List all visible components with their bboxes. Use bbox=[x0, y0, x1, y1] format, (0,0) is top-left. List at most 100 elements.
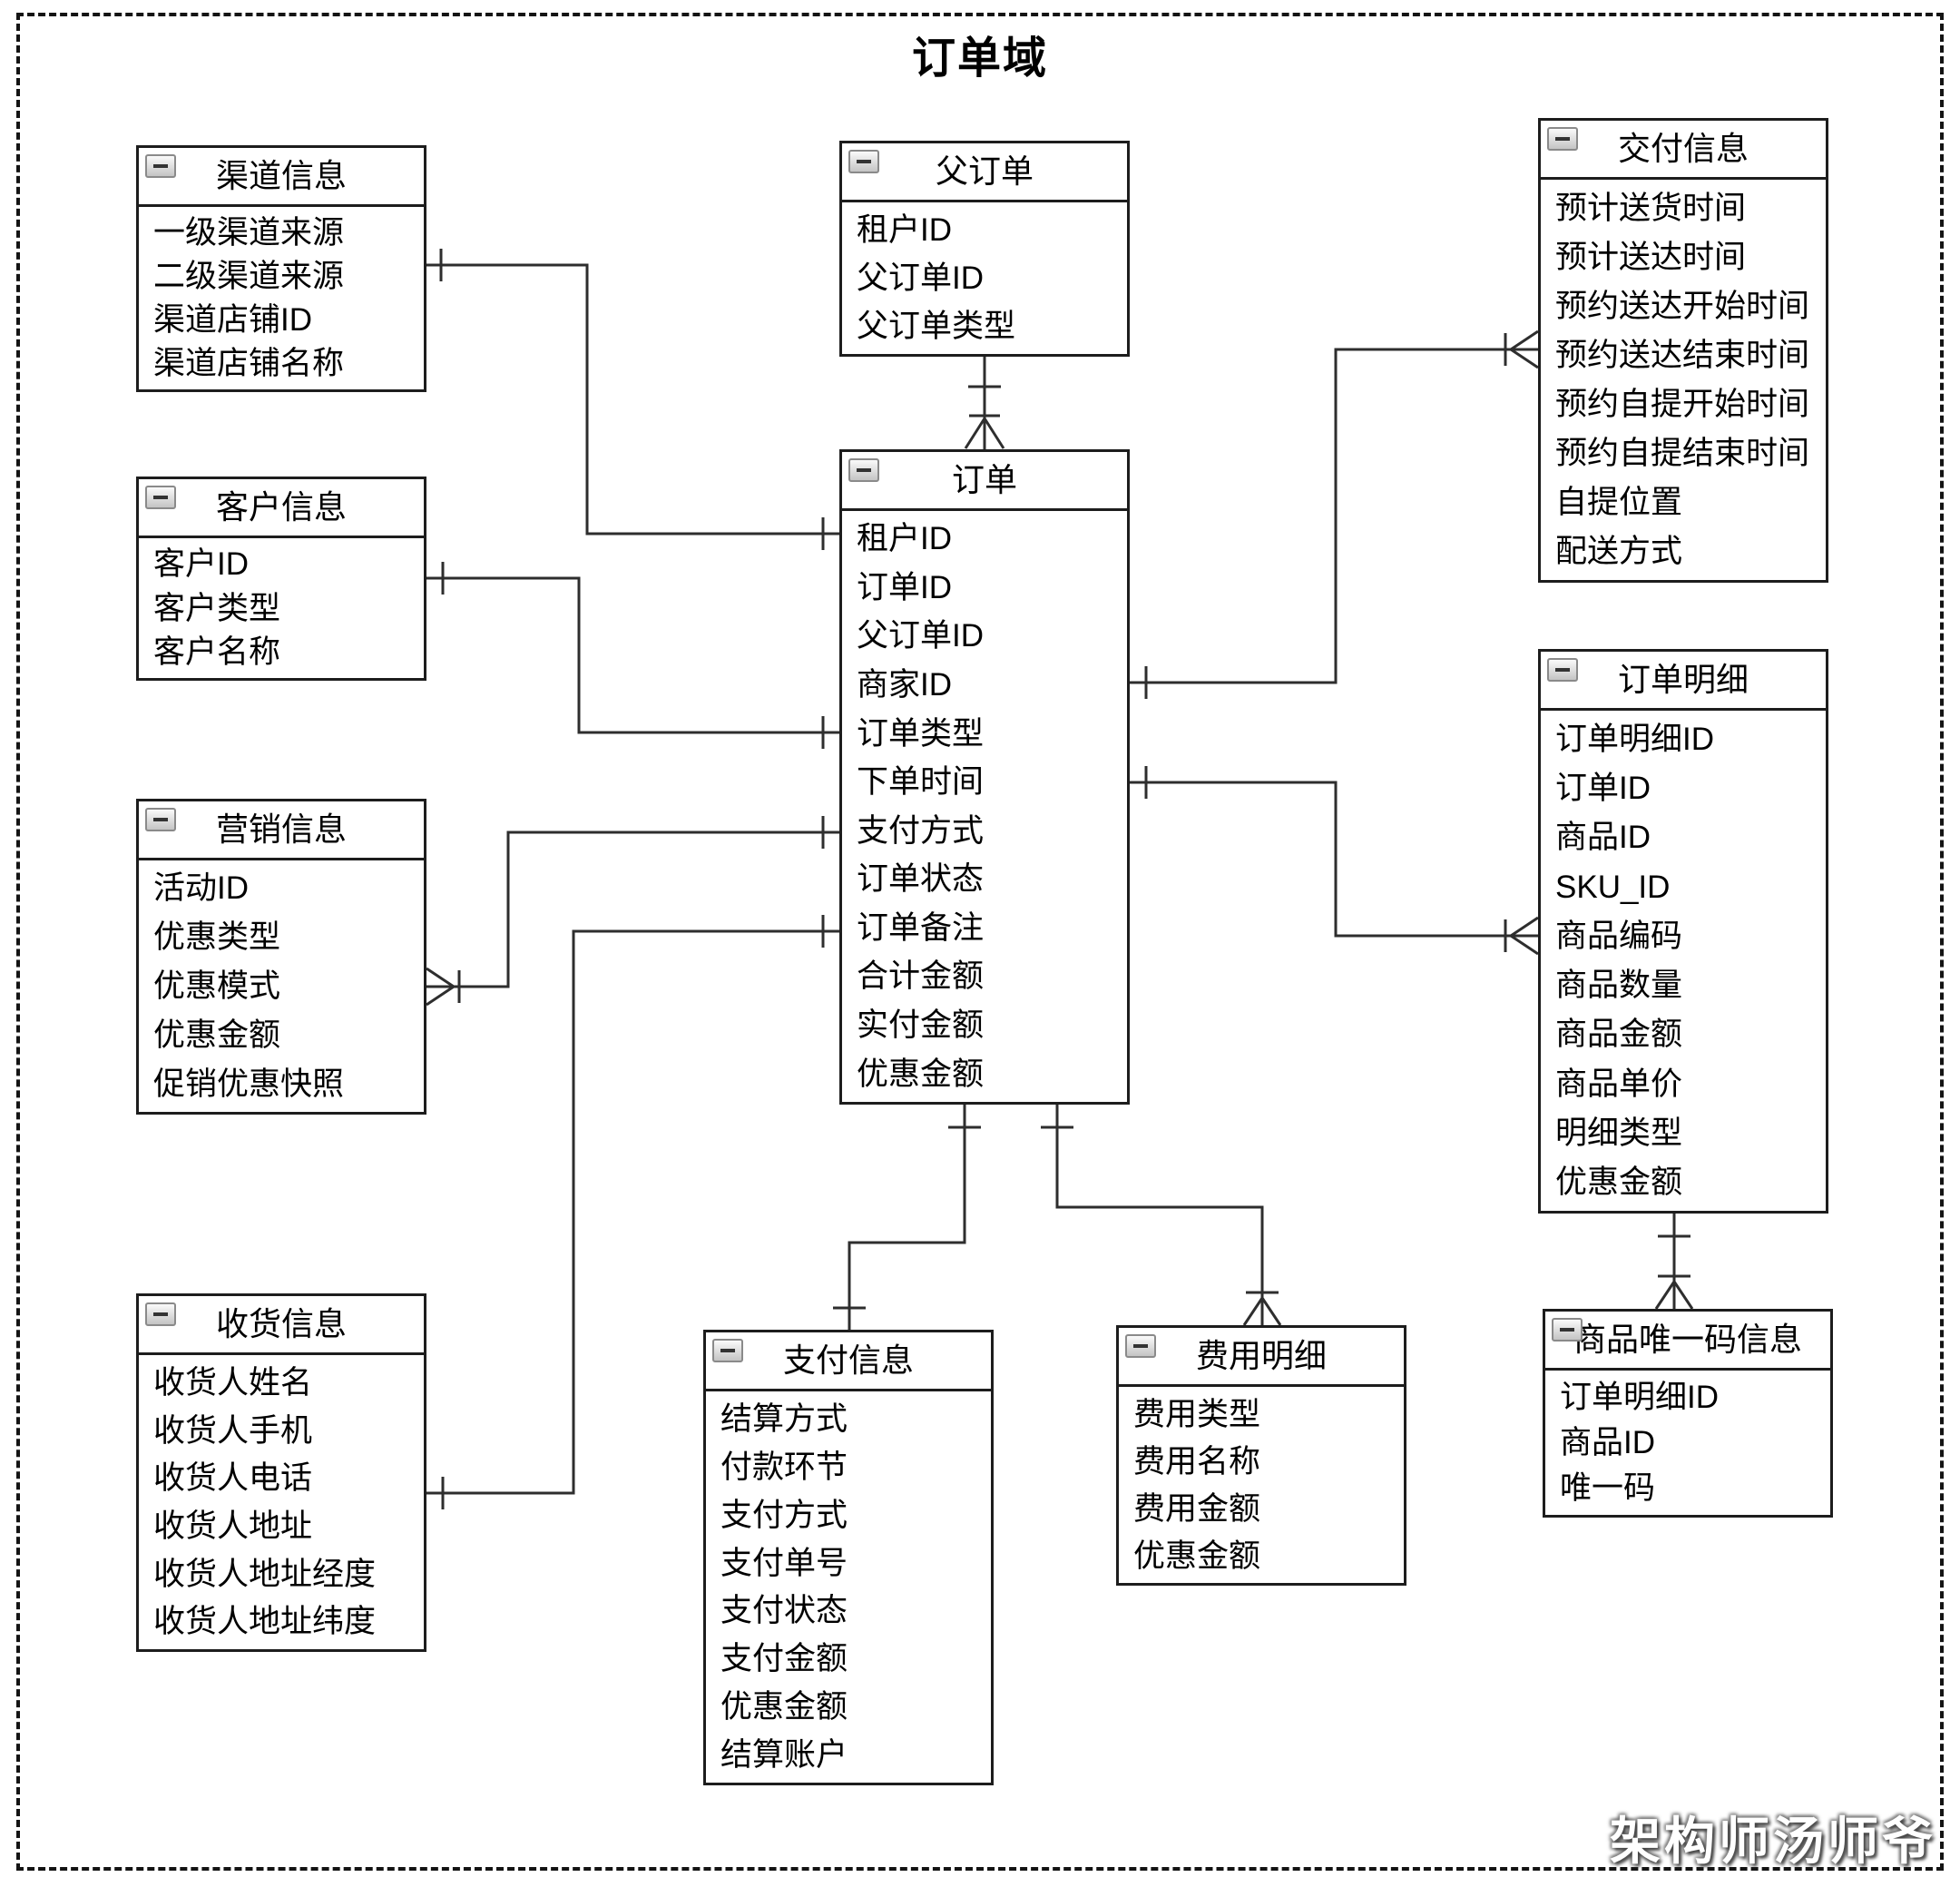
entity-title: 商品唯一码信息 bbox=[1573, 1321, 1802, 1358]
field-row: 预约自提开始时间 bbox=[1555, 387, 1810, 423]
connector-order-to-order-item bbox=[1130, 766, 1539, 956]
entity-fee[interactable]: 费用明细 费用类型费用名称费用金额优惠金额 bbox=[1116, 1325, 1406, 1586]
collapse-icon[interactable] bbox=[712, 1339, 743, 1362]
field-row: 预约送达结束时间 bbox=[1555, 337, 1810, 373]
entity-order-titlebar: 订单 bbox=[842, 452, 1127, 511]
field-row: 商家ID bbox=[857, 667, 953, 703]
field-row: 渠道店铺ID bbox=[153, 302, 313, 339]
field-row: 租户ID bbox=[857, 521, 953, 557]
entity-unique-code[interactable]: 商品唯一码信息 订单明细ID 商品ID 唯一码 bbox=[1543, 1309, 1833, 1518]
field-row: 商品金额 bbox=[1555, 1017, 1683, 1053]
field-row: 订单明细ID bbox=[1560, 1379, 1720, 1415]
collapse-icon[interactable] bbox=[145, 808, 176, 831]
entity-channel[interactable]: 渠道信息 一级渠道来源二级渠道来源渠道店铺ID 渠道店铺名称 bbox=[136, 145, 426, 392]
field-row: 支付方式 bbox=[857, 812, 985, 849]
field-row: 优惠金额 bbox=[1555, 1165, 1683, 1201]
field-row: 明细类型 bbox=[1555, 1115, 1683, 1152]
entity-customer-titlebar: 客户信息 bbox=[139, 479, 424, 538]
field-row: 支付金额 bbox=[720, 1641, 848, 1677]
field-row: 父订单类型 bbox=[857, 309, 1016, 344]
field-row: 活动ID bbox=[153, 870, 250, 907]
field-row: 商品数量 bbox=[1555, 968, 1683, 1004]
entity-title: 费用明细 bbox=[1195, 1337, 1327, 1374]
collapse-icon[interactable] bbox=[1547, 127, 1578, 151]
field-row: 配送方式 bbox=[1555, 534, 1683, 570]
field-row: 二级渠道来源 bbox=[153, 258, 345, 294]
connector-order-to-fee bbox=[1041, 1105, 1282, 1326]
field-row: 收货人地址纬度 bbox=[153, 1604, 377, 1640]
field-row: 收货人手机 bbox=[153, 1412, 313, 1449]
connector-channel-to-order bbox=[426, 249, 839, 550]
field-row: 优惠类型 bbox=[153, 919, 281, 956]
field-row: 订单类型 bbox=[857, 715, 985, 752]
field-row: 结算方式 bbox=[720, 1401, 848, 1437]
field-row: 优惠金额 bbox=[153, 1017, 281, 1053]
entity-unique-code-titlebar: 商品唯一码信息 bbox=[1545, 1312, 1830, 1371]
field-row: 费用名称 bbox=[1133, 1443, 1261, 1479]
watermark: 架构师汤师爷 bbox=[1610, 1813, 1936, 1870]
field-row: 实付金额 bbox=[857, 1007, 985, 1044]
field-row: 自提位置 bbox=[1555, 485, 1683, 521]
field-row: 支付单号 bbox=[720, 1545, 848, 1581]
field-row: 收货人姓名 bbox=[153, 1364, 313, 1401]
field-row: 优惠金额 bbox=[1133, 1538, 1261, 1574]
field-row: 父订单ID bbox=[857, 618, 985, 654]
collapse-icon[interactable] bbox=[145, 1302, 176, 1326]
entity-fee-fields: 费用类型费用名称费用金额优惠金额 bbox=[1119, 1387, 1404, 1583]
collapse-icon[interactable] bbox=[848, 150, 879, 173]
field-row: 客户ID bbox=[153, 545, 250, 582]
entity-delivery[interactable]: 交付信息 预计送货时间预计送达时间预约送达开始时间预约送达结束时间预约自提开始时… bbox=[1538, 118, 1828, 583]
field-row: 收货人地址 bbox=[153, 1508, 313, 1544]
collapse-icon[interactable] bbox=[1552, 1318, 1583, 1342]
field-row: 渠道店铺名称 bbox=[153, 346, 345, 382]
field-row: 支付方式 bbox=[720, 1497, 848, 1533]
collapse-icon[interactable] bbox=[1125, 1334, 1156, 1358]
field-row: 预约自提结束时间 bbox=[1555, 436, 1810, 472]
field-row: 订单明细ID bbox=[1555, 721, 1715, 757]
collapse-icon[interactable] bbox=[145, 486, 176, 509]
entity-order-item-titlebar: 订单明细 bbox=[1541, 652, 1826, 711]
collapse-icon[interactable] bbox=[848, 458, 879, 482]
field-row: SKU_ID bbox=[1555, 869, 1671, 905]
entity-unique-code-fields: 订单明细ID 商品ID 唯一码 bbox=[1545, 1371, 1830, 1515]
field-row: 订单ID bbox=[1555, 770, 1651, 806]
field-row: 结算账户 bbox=[720, 1737, 848, 1774]
field-row: 商品ID bbox=[1560, 1424, 1656, 1460]
entity-delivery-titlebar: 交付信息 bbox=[1541, 121, 1826, 180]
entity-payment[interactable]: 支付信息 结算方式付款环节支付方式支付单号支付状态支付金额优惠金额结算账户 bbox=[703, 1330, 994, 1785]
field-row: 一级渠道来源 bbox=[153, 214, 345, 251]
field-row: 客户类型 bbox=[153, 590, 281, 626]
field-row: 父订单ID bbox=[857, 260, 985, 296]
connector-order-item-to-unique-code bbox=[1654, 1214, 1694, 1310]
field-row: 预计送货时间 bbox=[1555, 190, 1747, 226]
field-row: 费用类型 bbox=[1133, 1396, 1261, 1432]
collapse-icon[interactable] bbox=[145, 154, 176, 178]
entity-marketing-titlebar: 营销信息 bbox=[139, 801, 424, 860]
field-row: 费用金额 bbox=[1133, 1490, 1261, 1527]
entity-title: 订单明细 bbox=[1617, 661, 1749, 698]
entity-receiver-titlebar: 收货信息 bbox=[139, 1296, 424, 1355]
field-row: 唯一码 bbox=[1560, 1470, 1656, 1507]
connector-order-to-delivery bbox=[1130, 329, 1539, 699]
connector-parent-order-to-order bbox=[964, 357, 1005, 449]
field-row: 收货人电话 bbox=[153, 1460, 313, 1497]
field-row: 付款环节 bbox=[720, 1449, 848, 1485]
entity-channel-titlebar: 渠道信息 bbox=[139, 148, 424, 207]
connector-order-to-marketing bbox=[426, 816, 839, 1007]
collapse-icon[interactable] bbox=[1547, 658, 1578, 682]
entity-channel-fields: 一级渠道来源二级渠道来源渠道店铺ID 渠道店铺名称 bbox=[139, 207, 424, 389]
entity-receiver[interactable]: 收货信息 收货人姓名收货人手机收货人电话收货人地址收货人地址经度收货人地址纬度 bbox=[136, 1293, 426, 1652]
entity-title: 父订单 bbox=[935, 152, 1034, 190]
field-row: 订单状态 bbox=[857, 861, 985, 898]
entity-title: 客户信息 bbox=[215, 488, 347, 526]
entity-parent-order-titlebar: 父订单 bbox=[842, 143, 1127, 202]
